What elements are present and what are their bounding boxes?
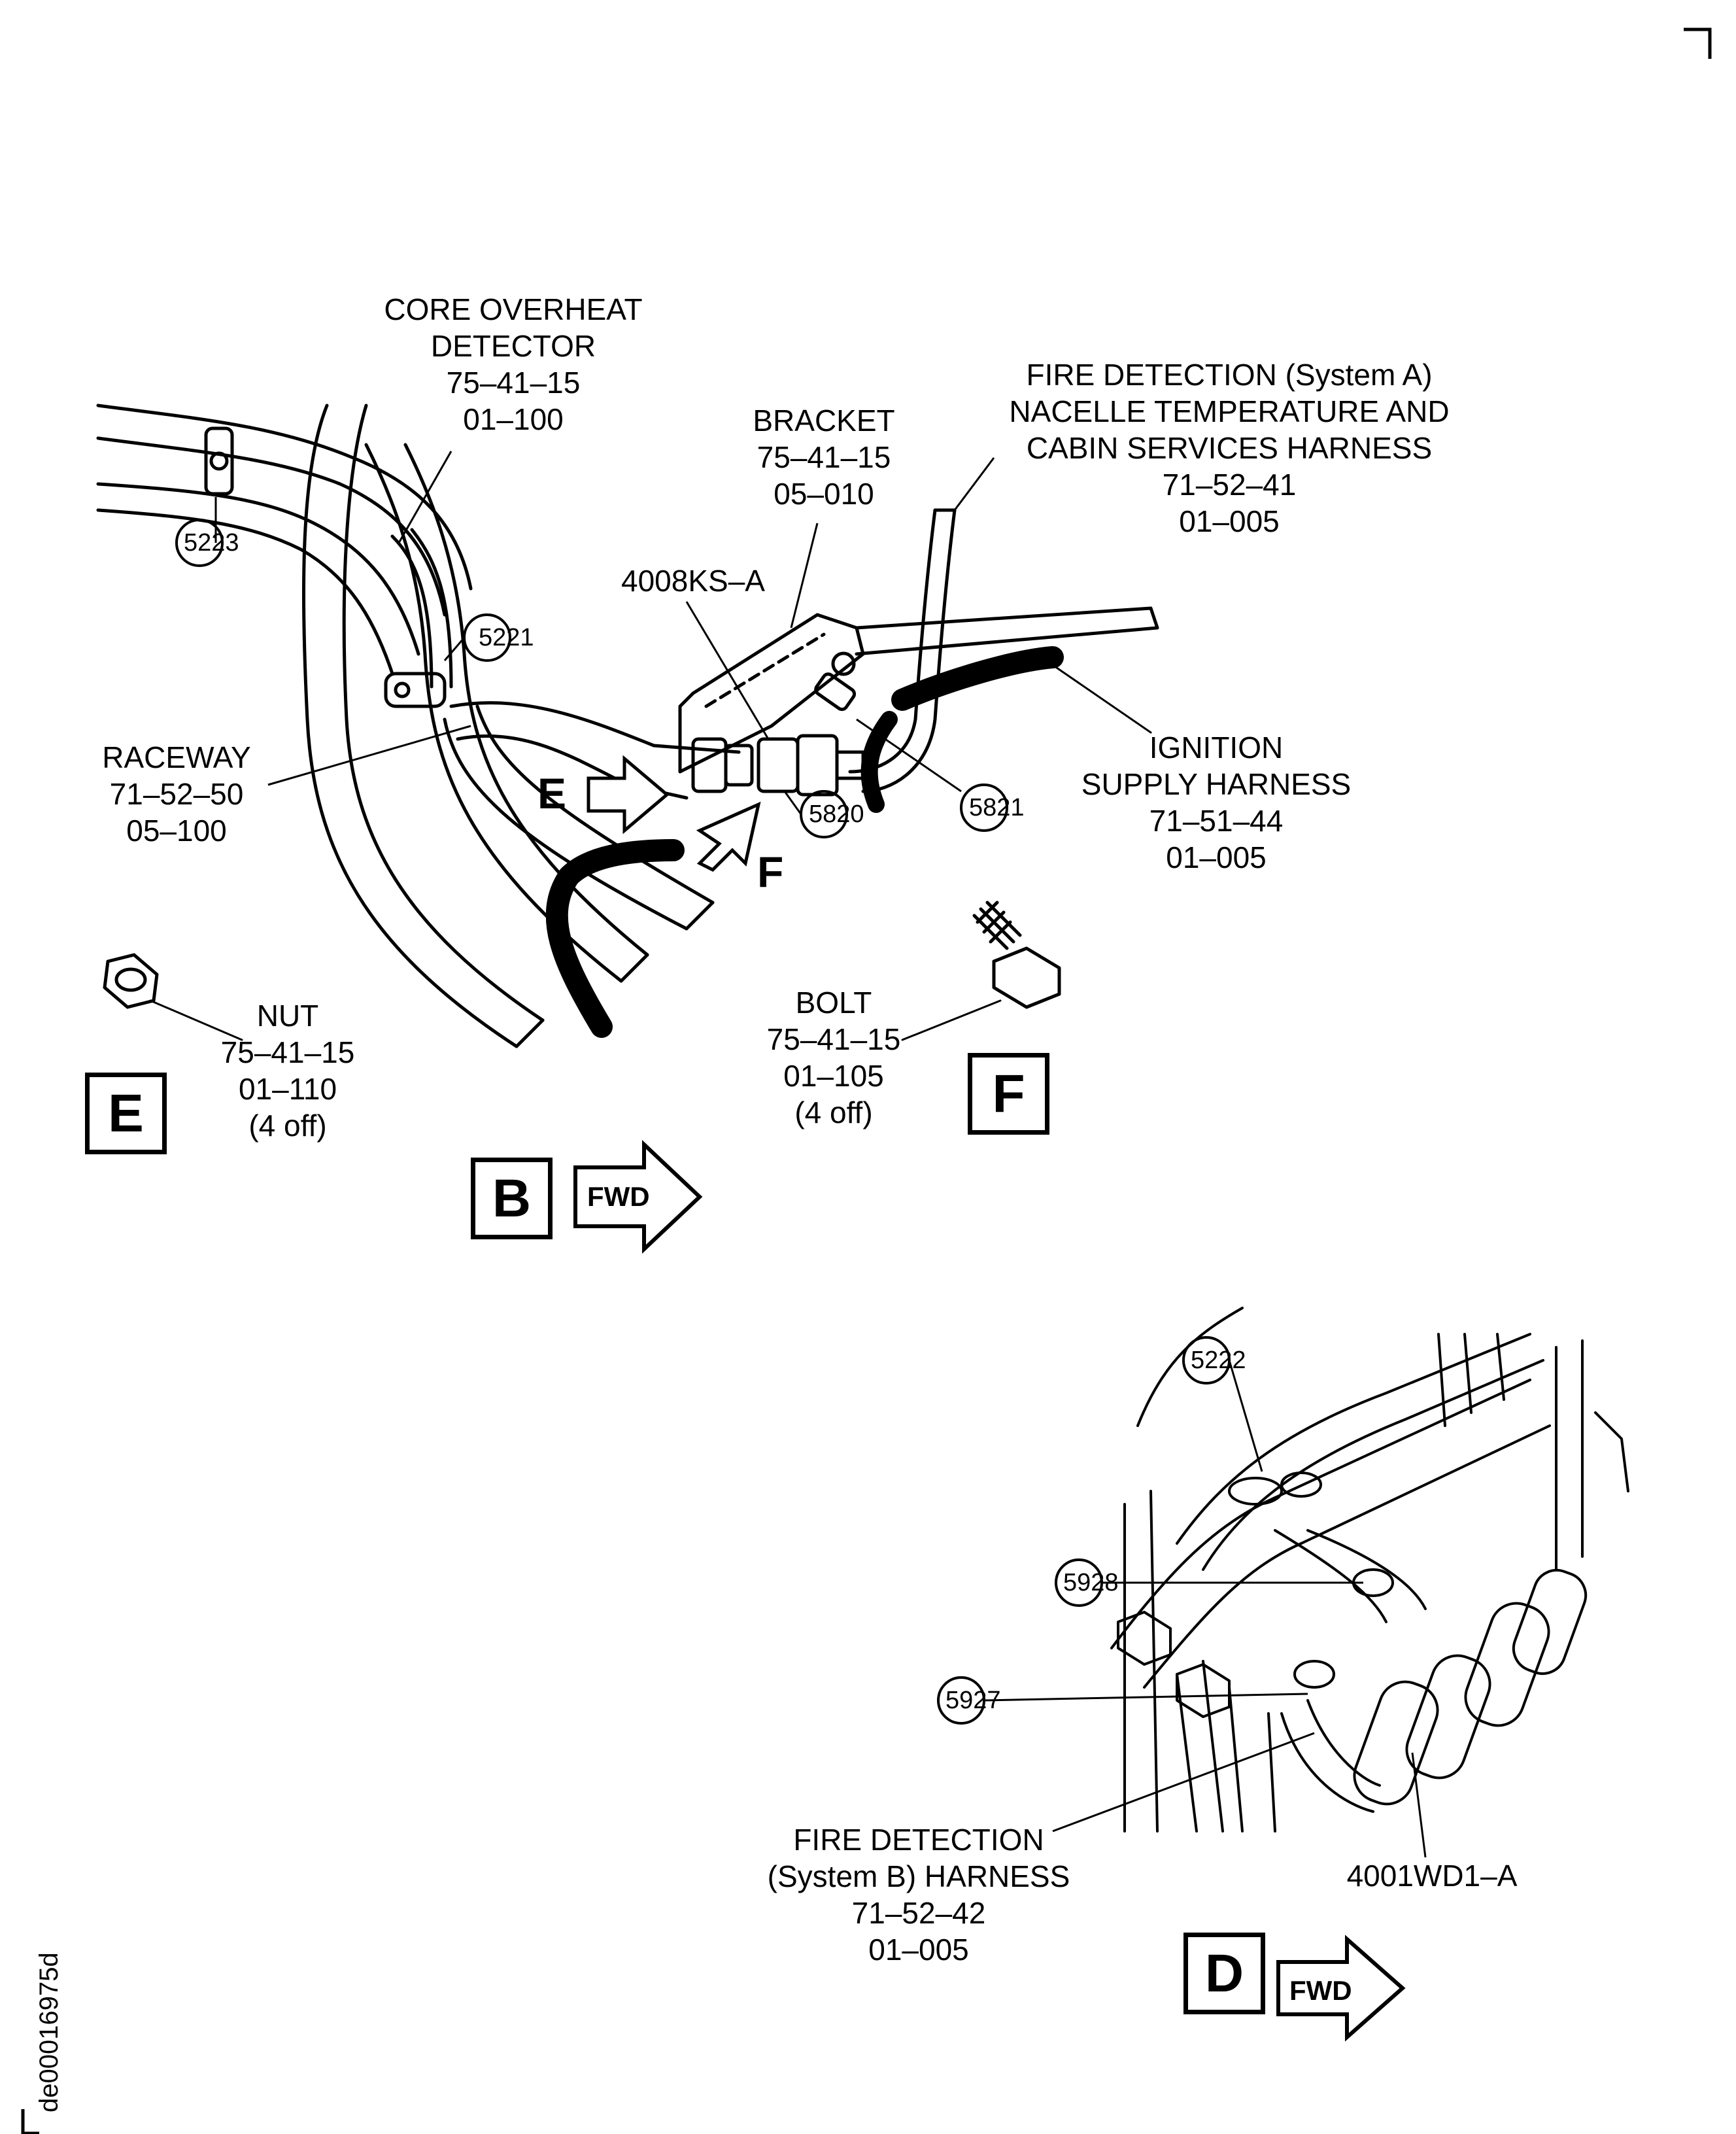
corner-mark: [1684, 27, 1712, 59]
view-arrow-e: [587, 755, 670, 835]
ref-5223: 5223: [184, 529, 239, 557]
label-raceway: RACEWAY 71–52–50 05–100: [102, 740, 251, 848]
detail-box-e: E: [85, 1073, 167, 1154]
view-d-leaders: [983, 1360, 1427, 1858]
label-bolt: BOLT 75–41–15 01–105 (4 off): [766, 986, 901, 1129]
view-arrow-e-label: E: [537, 769, 567, 817]
label-fire-detection-system-a: FIRE DETECTION (System A) NACELLE TEMPER…: [1009, 358, 1450, 538]
view-box-b: B: [471, 1158, 553, 1239]
ref-5927: 5927: [945, 1687, 1001, 1714]
label-core-overheat-detector: CORE OVERHEAT DETECTOR 75–41–15 01–100: [384, 292, 643, 436]
label-connector-4008ks-a: 4008KS–A: [621, 564, 765, 598]
view-box-d: D: [1183, 1933, 1265, 2014]
view-b-drawing: [96, 404, 1159, 1048]
ref-5928: 5928: [1063, 1569, 1119, 1596]
ref-5820: 5820: [809, 800, 864, 828]
label-connector-4001wd1-a: 4001WD1–A: [1346, 1859, 1518, 1893]
ref-5222: 5222: [1191, 1347, 1246, 1374]
view-arrows: [587, 755, 761, 872]
view-arrow-f-label: F: [757, 848, 784, 896]
ref-5821: 5821: [969, 794, 1025, 821]
document-id: de00016975d: [35, 1952, 63, 2112]
label-bracket: BRACKET 75–41–15 05–010: [753, 404, 895, 511]
fwd-label-d: FWD: [1289, 1975, 1352, 2006]
fwd-arrow-b-shape: [573, 1140, 703, 1254]
fwd-arrows: [573, 1140, 1406, 2042]
label-nut: NUT 75–41–15 01–110 (4 off): [220, 999, 355, 1143]
label-ignition-supply-harness: IGNITION SUPPLY HARNESS 71–51–44 01–005: [1081, 731, 1352, 874]
fwd-arrow-d-shape: [1276, 1935, 1406, 2042]
corner-mark-doc: [21, 2109, 39, 2134]
label-fire-detection-system-b: FIRE DETECTION (System B) HARNESS 71–52–…: [767, 1823, 1070, 1967]
ref-5221: 5221: [479, 624, 534, 651]
detail-box-f: F: [968, 1053, 1049, 1135]
view-b-leaders: [214, 451, 995, 815]
view-d-drawing: [1110, 1307, 1629, 1833]
fwd-label-b: FWD: [587, 1181, 650, 1212]
view-arrow-f: [696, 801, 761, 872]
